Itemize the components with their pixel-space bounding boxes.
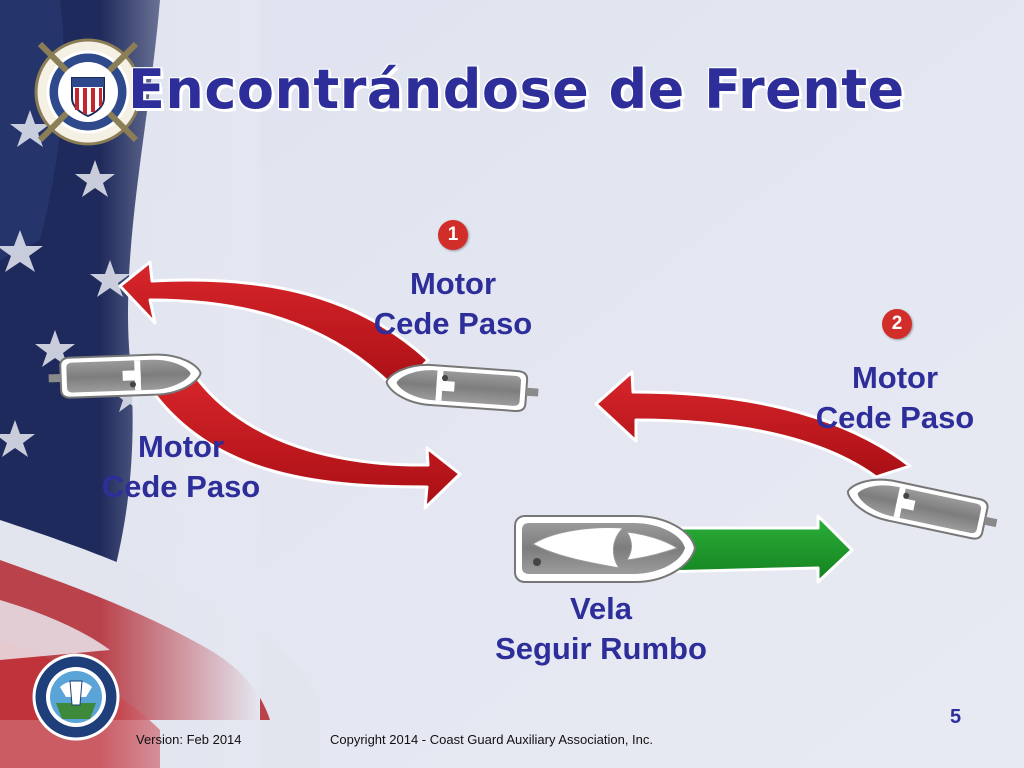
motor-boat-center [385,364,539,413]
label-right-line2: Cede Paso [815,400,975,435]
motor-boat-right [846,478,998,540]
page-number: 5 [950,706,962,728]
footer-version: Version: Feb 2014 [136,732,242,747]
label-bottom: Vela Seguir Rumbo [476,589,726,669]
label-left: Motor Cede Paso [86,427,276,507]
step-badge-1: 1 [438,220,468,250]
motor-arrow-right [594,370,912,479]
coast-guard-logo [34,38,142,146]
motor-arrow-top [118,260,430,394]
motor-arrow-left [148,371,462,510]
label-right: Motor Cede Paso [800,358,990,438]
label-left-line1: Motor [137,429,225,464]
footer-copyright: Copyright 2014 - Coast Guard Auxiliary A… [330,732,653,747]
slide-title: Encontrándose de Frente [128,58,905,121]
sail-arrow [658,514,854,584]
label-top-center-line2: Cede Paso [373,306,533,341]
label-top-center-line1: Motor [409,266,497,301]
label-bottom-line1: Vela [569,591,633,626]
label-right-line1: Motor [851,360,939,395]
sail-boat [514,515,697,583]
step-badge-2: 2 [882,309,912,339]
label-bottom-line2: Seguir Rumbo [495,631,707,666]
label-top-center: Motor Cede Paso [358,264,548,344]
motor-boat-left [48,353,202,399]
label-left-line2: Cede Paso [101,469,261,504]
dhs-seal [32,653,120,741]
